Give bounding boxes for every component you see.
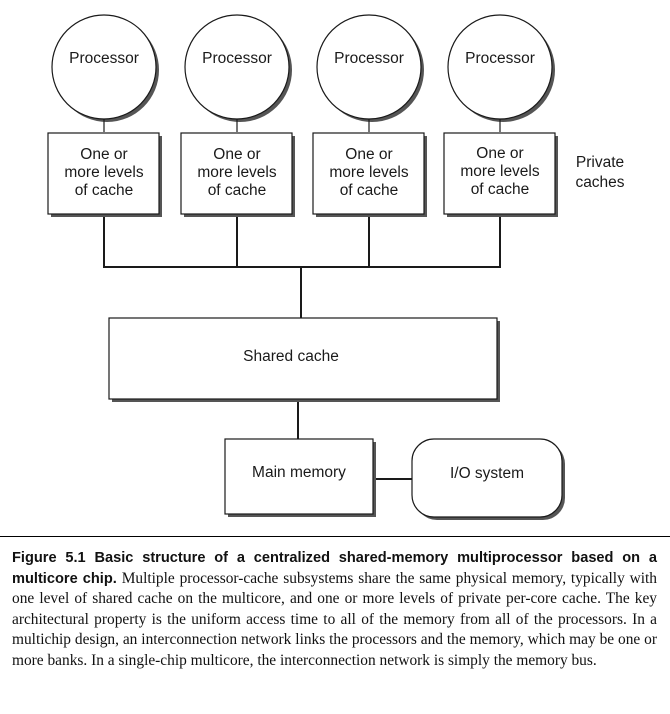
cache-line-2: more levels	[64, 164, 143, 181]
cache-line-3: of cache	[471, 181, 530, 198]
interconnect-bus	[103, 214, 501, 480]
cache-line-2: more levels	[460, 163, 539, 180]
cache-line-1: One or	[80, 146, 127, 163]
processor-0: Processor	[51, 14, 159, 122]
io-system: I/O system	[411, 438, 565, 520]
cache-line-2: more levels	[197, 164, 276, 181]
cache-line-3: of cache	[340, 182, 399, 199]
cache-line-1: One or	[476, 145, 523, 162]
processor-label: Processor	[465, 50, 535, 67]
caption-divider	[0, 536, 670, 537]
cache-line-3: of cache	[75, 182, 134, 199]
private-cache-2: One or more levels of cache	[312, 132, 427, 217]
shared-cache: Shared cache	[108, 317, 500, 402]
private-caches-label-line-2: caches	[575, 174, 624, 191]
processor-1: Processor	[184, 14, 292, 122]
processor-3: Processor	[447, 14, 555, 122]
multiprocessor-diagram: Processor Processor Processor Processor …	[47, 14, 625, 520]
private-caches-label-line-1: Private	[576, 154, 624, 171]
cache-line-2: more levels	[329, 164, 408, 181]
io-system-label: I/O system	[450, 465, 524, 482]
cache-line-1: One or	[213, 146, 260, 163]
cache-line-3: of cache	[208, 182, 267, 199]
private-cache-0: One or more levels of cache	[47, 132, 162, 217]
processor-label: Processor	[69, 50, 139, 67]
cache-line-1: One or	[345, 146, 392, 163]
caption-lead: Figure 5.1 Basic structure of a centrali…	[12, 550, 657, 587]
processor-label: Processor	[334, 50, 404, 67]
private-cache-3: One or more levels of cache	[443, 132, 558, 217]
main-memory-label: Main memory	[252, 464, 346, 481]
private-cache-1: One or more levels of cache	[180, 132, 295, 217]
processor-2: Processor	[316, 14, 424, 122]
caption-body: Multiple processor-cache subsystems shar…	[12, 569, 658, 669]
figure-caption: Figure 5.1 Basic structure of a centrali…	[12, 548, 657, 671]
main-memory: Main memory	[224, 438, 376, 517]
processor-label: Processor	[202, 50, 272, 67]
shared-cache-label: Shared cache	[243, 348, 339, 365]
